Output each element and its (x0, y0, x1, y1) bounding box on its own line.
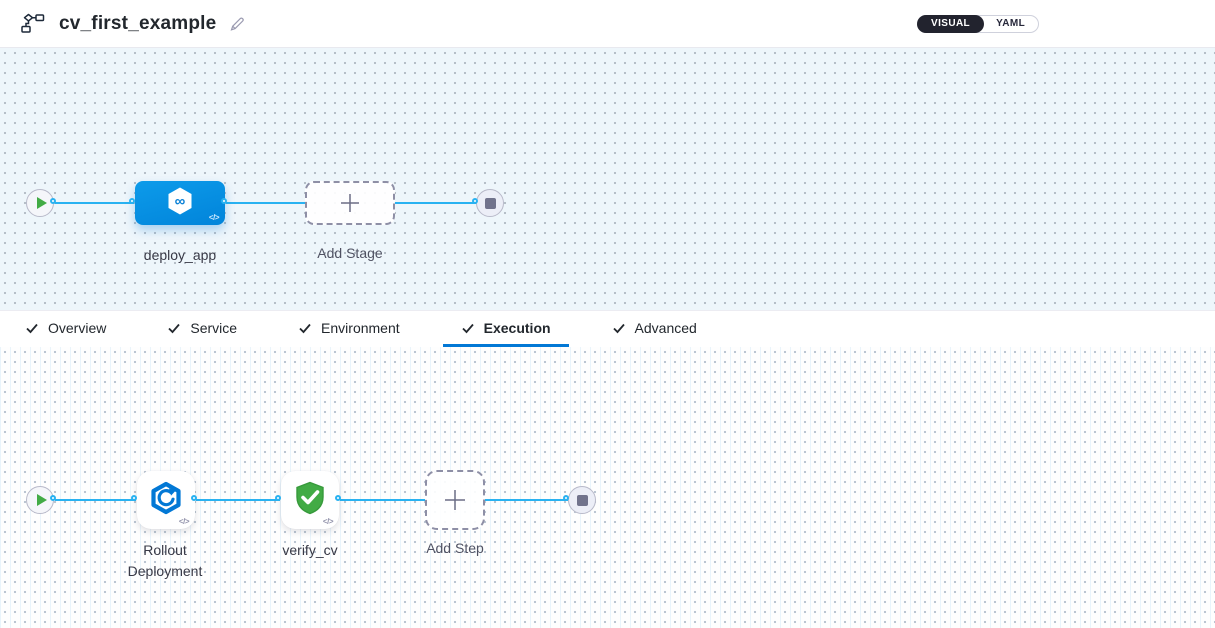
connector-edge (55, 499, 136, 501)
check-icon (298, 321, 312, 335)
pipeline-end-node (476, 189, 504, 217)
connector-edge (485, 499, 568, 501)
connector-edge (55, 202, 134, 204)
tab-execution[interactable]: Execution (442, 311, 569, 347)
edit-pencil-icon[interactable] (228, 15, 246, 33)
check-icon (25, 321, 39, 335)
execution-canvas[interactable]: </> Rollout Deployment </> verify_cv Add… (0, 347, 1215, 628)
connector-port (335, 495, 341, 501)
pipeline-start-node (26, 189, 54, 217)
tab-label: Overview (48, 319, 107, 336)
stage-name-label: deploy_app (143, 247, 217, 263)
cd-infinity-hexagon-icon: ∞ (165, 186, 195, 221)
code-icon: </> (178, 517, 190, 526)
visual-toggle-button[interactable]: VISUAL (917, 15, 985, 33)
connector-edge (226, 202, 305, 204)
add-step-label: Add Step (426, 540, 484, 556)
tab-advanced[interactable]: Advanced (594, 311, 715, 347)
connector-port (50, 495, 56, 501)
connector-edge (340, 499, 425, 501)
add-stage-label: Add Stage (317, 245, 383, 261)
connector-edge (395, 202, 477, 204)
tab-label: Service (190, 319, 238, 336)
connector-port (472, 198, 478, 204)
plus-icon (445, 490, 465, 510)
tab-service[interactable]: Service (149, 311, 255, 347)
check-icon (612, 321, 626, 335)
connector-port (191, 495, 197, 501)
step-name-label: Rollout Deployment (127, 542, 203, 579)
code-icon: </> (208, 213, 220, 222)
plus-icon (341, 194, 359, 212)
connector-port (131, 495, 137, 501)
pipeline-flowchart-icon (20, 13, 45, 34)
play-icon (36, 494, 47, 506)
svg-text:∞: ∞ (175, 193, 186, 210)
visual-yaml-toggle: VISUAL YAML (917, 15, 1040, 33)
execution-end-node (568, 486, 596, 514)
code-icon: </> (322, 517, 334, 526)
step-name-label: verify_cv (282, 542, 338, 558)
tab-label: Advanced (634, 319, 697, 336)
stage-node-deploy-app[interactable]: ∞ </> (135, 181, 225, 225)
step-node-verify-cv[interactable]: </> (281, 471, 339, 529)
connector-port (221, 198, 227, 204)
tab-label: Execution (483, 319, 551, 336)
connector-port (563, 495, 569, 501)
connector-port (275, 495, 281, 501)
stage-config-tabbar: Overview Service Environment Execution A… (0, 310, 1215, 347)
check-icon (167, 321, 181, 335)
shield-check-icon (292, 480, 328, 521)
step-node-rollout-deployment[interactable]: </> (137, 471, 195, 529)
execution-start-node (26, 486, 54, 514)
check-icon (461, 321, 475, 335)
add-stage-button[interactable] (305, 181, 395, 225)
tab-environment[interactable]: Environment (280, 311, 418, 347)
pipeline-title: cv_first_example (59, 12, 217, 34)
pipeline-header: cv_first_example VISUAL YAML (0, 0, 1215, 48)
yaml-toggle-button[interactable]: YAML (983, 16, 1038, 32)
stage-canvas[interactable]: ∞ </> deploy_app Add Stage (0, 48, 1215, 310)
connector-edge (196, 499, 280, 501)
tab-label: Environment (321, 319, 400, 336)
rolling-deployment-icon (148, 480, 184, 521)
play-icon (36, 197, 47, 209)
stop-icon (484, 197, 496, 209)
add-step-button[interactable] (425, 470, 485, 530)
stop-icon (576, 494, 588, 506)
connector-port (129, 198, 135, 204)
connector-port (50, 198, 56, 204)
tab-overview[interactable]: Overview (7, 311, 124, 347)
